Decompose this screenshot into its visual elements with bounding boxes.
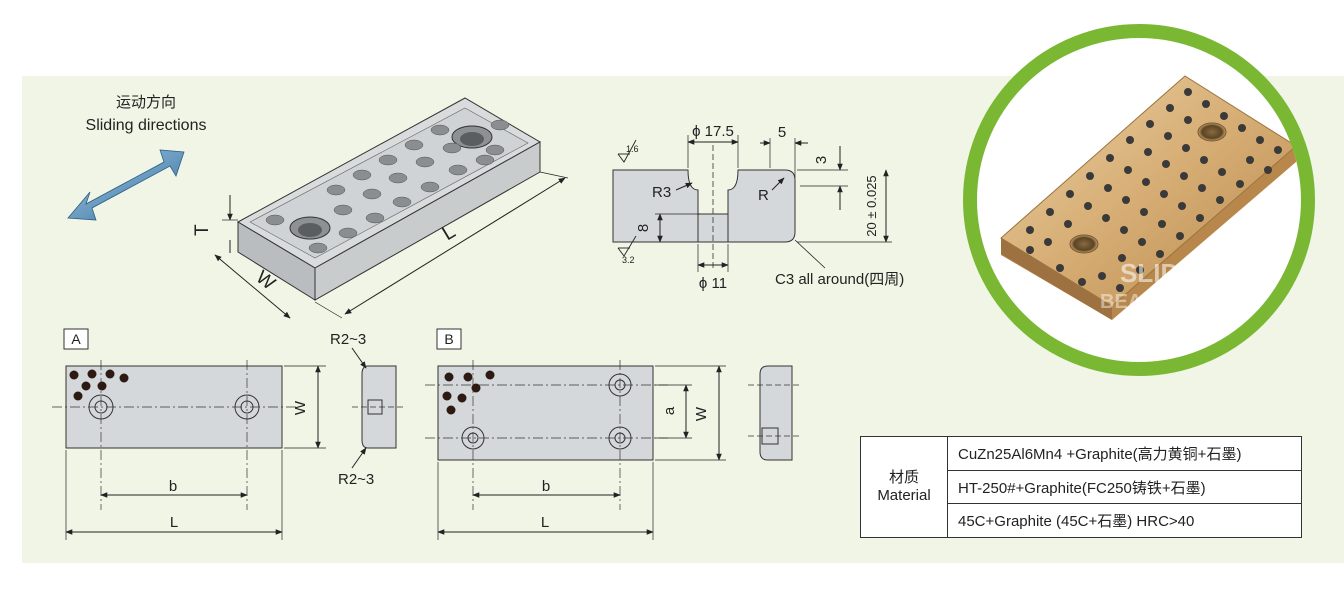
dim-3: 3 — [813, 156, 830, 164]
product-photo: SLIDE BEARING — [963, 24, 1315, 376]
view-b-dim-w: W — [693, 406, 710, 421]
material-row: HT-250#+Graphite(FC250铸铁+石墨) — [948, 471, 1301, 505]
isometric-plate: T W L — [192, 97, 569, 319]
iso-dim-t: T — [192, 224, 213, 236]
dim-5: 5 — [778, 124, 786, 141]
material-label-en: Material — [877, 487, 931, 504]
view-a: A W b L — [52, 328, 326, 540]
material-label: 材质 Material — [861, 437, 948, 537]
photo-ring — [963, 24, 1315, 376]
view-a-dim-l: L — [170, 514, 178, 531]
dim-thickness: 20 ± 0.025 — [864, 175, 879, 236]
dim-phi-11: ϕ 11 — [699, 275, 727, 292]
view-a-dim-b: b — [169, 478, 177, 495]
view-a-r-bottom: R2~3 — [338, 471, 374, 488]
view-b: B a W b L — [425, 328, 726, 540]
material-label-cn: 材质 — [888, 469, 919, 486]
side-profile-b — [748, 365, 802, 461]
material-row: CuZn25Al6Mn4 +Graphite(高力黄铜+石墨) — [948, 437, 1301, 471]
sliding-title-cn: 运动方向 — [116, 94, 176, 111]
view-a-dim-w: W — [292, 400, 309, 415]
sliding-direction-arrow — [67, 149, 185, 221]
iso-dim-l: L — [438, 221, 459, 246]
dim-phi-17-5: ϕ 17.5 — [692, 123, 734, 140]
view-b-dim-a: a — [661, 406, 678, 415]
chamfer-note: C3 all around(四周) — [775, 271, 904, 288]
graphite-plugs-a — [69, 369, 129, 401]
sliding-title-en: Sliding directions — [86, 117, 207, 134]
view-b-dim-l: L — [541, 514, 549, 531]
material-table: 材质 Material CuZn25Al6Mn4 +Graphite(高力黄铜+… — [860, 436, 1302, 538]
dim-8: 8 — [635, 224, 652, 232]
view-a-label: A — [71, 331, 81, 347]
view-b-dim-b: b — [542, 478, 550, 495]
roughness-bottom: 3.2 — [622, 255, 635, 265]
photo-graphite-plugs — [1026, 88, 1282, 292]
view-b-label: B — [444, 331, 453, 347]
material-row: 45C+Graphite (45C+石墨) HRC>40 — [958, 513, 1195, 531]
watermark-line1: SLIDE — [1120, 258, 1197, 288]
label-r3: R3 — [652, 184, 671, 201]
watermark-line2: BEARING — [1100, 291, 1192, 313]
graphite-plugs-b — [442, 370, 495, 415]
label-r: R — [758, 187, 769, 204]
section-view: ϕ 17.5 5 3 1.6 3.2 R3 R 8 20 ± 0.025 — [612, 123, 904, 292]
side-profile-a: R2~3 R2~3 — [330, 331, 404, 488]
roughness-top: 1.6 — [626, 144, 639, 154]
view-a-r-top: R2~3 — [330, 331, 366, 348]
material-rows: CuZn25Al6Mn4 +Graphite(高力黄铜+石墨) HT-250#+… — [948, 437, 1301, 537]
